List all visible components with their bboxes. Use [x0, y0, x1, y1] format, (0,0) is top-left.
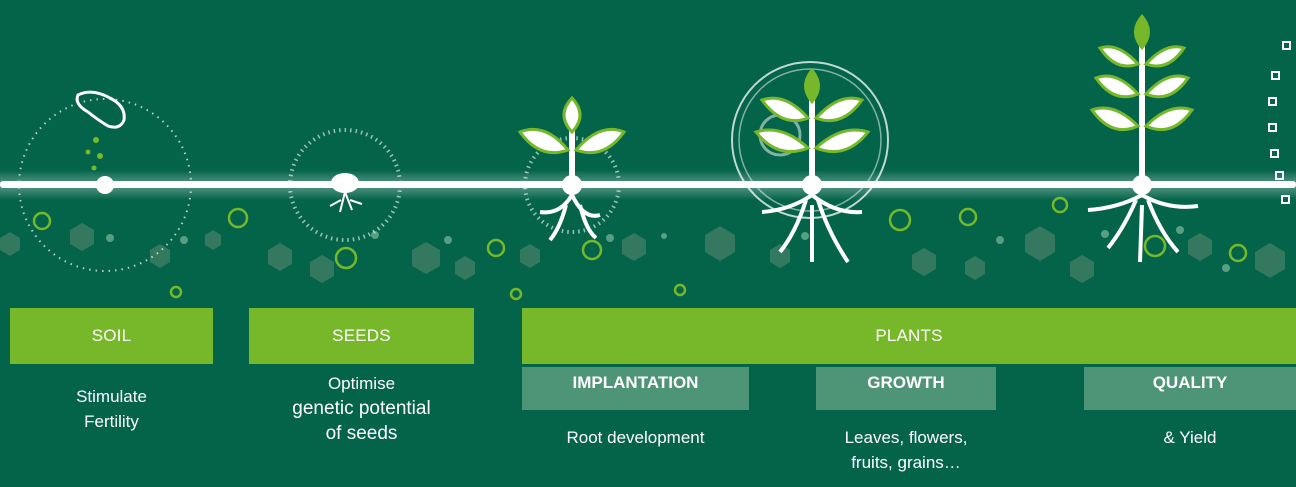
- implantation-description: Root development: [522, 425, 749, 450]
- implantation-label: IMPLANTATION: [522, 367, 749, 410]
- quality-description: & Yield: [1084, 425, 1296, 450]
- growth-description: Leaves, flowers, fruits, grains…: [806, 425, 1006, 475]
- soil-description: Stimulate Fertility: [10, 384, 213, 434]
- seeds-description: Optimise genetic potential of seeds: [249, 371, 474, 446]
- quality-label: QUALITY: [1084, 367, 1296, 410]
- growing-plant-icon: [732, 62, 888, 262]
- growth-description-line2: fruits, grains…: [806, 450, 1006, 475]
- seeds-description-line3: of seeds: [249, 421, 474, 446]
- soil-description-line1: Stimulate: [10, 384, 213, 409]
- soil-label: SOIL: [10, 308, 213, 364]
- soil-description-line2: Fertility: [10, 409, 213, 434]
- timeline-line: [0, 181, 1296, 188]
- seeds-label: SEEDS: [249, 308, 474, 364]
- plants-label: PLANTS: [522, 308, 1296, 364]
- soil-particles: [0, 223, 1285, 283]
- mature-plant-icon: [1088, 14, 1198, 262]
- growth-description-line1: Leaves, flowers,: [806, 425, 1006, 450]
- plant-growth-illustration: [0, 0, 1296, 310]
- seeds-description-line1: Optimise: [249, 371, 474, 396]
- growth-label: GROWTH: [816, 367, 996, 410]
- young-plant-icon: [520, 98, 624, 240]
- seeds-description-line2: genetic potential: [249, 396, 474, 421]
